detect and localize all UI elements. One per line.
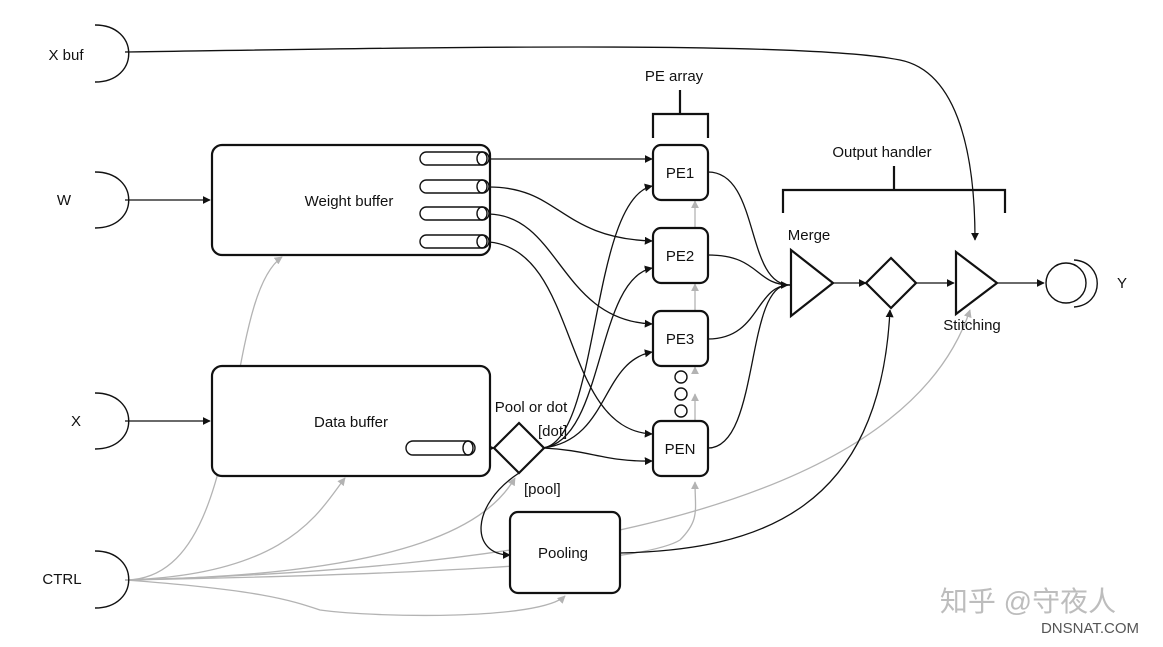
pe-n: PEN [651,419,710,478]
data-buffer-label: Data buffer [314,414,388,431]
fifo-data-icon [405,440,476,456]
data-wires [124,46,1045,559]
label-w: W [57,192,72,209]
port-xbuf: X buf [48,24,130,83]
weight-buffer-label: Weight buffer [305,193,394,210]
watermark: 知乎 @守夜人 DNSNAT.COM [940,586,1139,637]
output-port-y: Y [1045,259,1127,308]
label-y: Y [1117,275,1127,292]
pe-1: PE1 [651,143,710,202]
fifo-4-icon [419,234,490,249]
pooling-block: Pooling [508,510,622,595]
pooling-label: Pooling [538,545,588,562]
port-w: W [57,171,130,229]
weight-buffer: Weight buffer [210,143,492,257]
dot-branch-label: [dot] [538,423,567,440]
pe-array-bracket [651,90,710,138]
ellipsis-dots-icon [674,370,688,418]
port-x: X [71,392,130,450]
pool-branch-label: [pool] [524,481,561,498]
pe-2: PE2 [651,226,710,285]
output-handler: Output handler Merge Stitching [781,144,1007,334]
pe-2-label: PE2 [666,248,694,265]
label-x: X [71,413,81,430]
label-ctrl: CTRL [42,571,81,588]
watermark-site: DNSNAT.COM [1041,620,1139,637]
pool-or-dot-decision: Pool or dot [dot] [pool] [492,399,568,498]
ctrl-wires [124,200,972,617]
pe-3: PE3 [651,309,710,368]
pe-3-label: PE3 [666,331,694,348]
stitching-triangle: Stitching [943,249,1001,334]
fifo-1-icon [419,151,490,166]
label-xbuf: X buf [48,47,84,64]
fifo-3-icon [419,206,490,221]
pool-or-dot-label: Pool or dot [495,399,568,416]
watermark-zhihu: 知乎 @守夜人 [940,586,1116,617]
stitching-label: Stitching [943,317,1001,334]
output-handler-label: Output handler [832,144,931,161]
fifo-2-icon [419,179,490,194]
pe-array: PE array PE1 PE2 PE3 PEN [645,68,710,478]
merge-label: Merge [788,227,831,244]
output-handler-bracket [781,166,1007,213]
merge-decision [864,256,918,310]
pe-n-label: PEN [665,441,696,458]
port-ctrl: CTRL [42,550,130,609]
pe-1-label: PE1 [666,165,694,182]
data-buffer: Data buffer [210,364,492,478]
merge-triangle: Merge [788,227,835,319]
pe-array-label: PE array [645,68,704,85]
